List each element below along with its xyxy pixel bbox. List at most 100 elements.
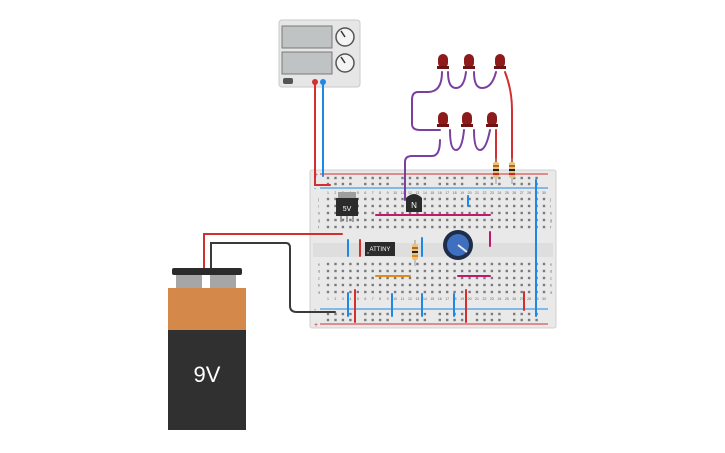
breadboard-hole[interactable] — [334, 318, 337, 322]
breadboard-hole[interactable] — [520, 283, 523, 287]
breadboard-hole[interactable] — [475, 197, 479, 201]
breadboard-hole[interactable] — [334, 204, 337, 208]
breadboard-hole[interactable] — [378, 197, 382, 201]
breadboard-hole[interactable] — [326, 218, 330, 222]
breadboard-hole[interactable] — [423, 283, 427, 287]
breadboard-hole[interactable] — [349, 176, 352, 180]
breadboard-hole[interactable] — [498, 225, 501, 229]
breadboard-hole[interactable] — [378, 262, 382, 266]
breadboard-hole[interactable] — [513, 225, 516, 229]
breadboard-hole[interactable] — [505, 211, 508, 215]
breadboard-hole[interactable] — [364, 290, 367, 294]
breadboard-hole[interactable] — [468, 269, 471, 273]
breadboard-hole[interactable] — [349, 262, 352, 266]
breadboard-hole[interactable] — [386, 204, 389, 208]
breadboard-hole[interactable] — [483, 276, 486, 280]
breadboard-hole[interactable] — [364, 204, 367, 208]
breadboard-hole[interactable] — [349, 283, 352, 287]
breadboard-hole[interactable] — [490, 290, 494, 294]
breadboard-hole[interactable] — [468, 262, 471, 266]
breadboard-hole[interactable] — [386, 176, 389, 180]
breadboard-hole[interactable] — [542, 276, 546, 280]
breadboard-hole[interactable] — [341, 290, 345, 294]
breadboard-hole[interactable] — [386, 269, 389, 273]
breadboard-hole[interactable] — [438, 290, 441, 294]
breadboard-hole[interactable] — [423, 269, 427, 273]
breadboard-hole[interactable] — [341, 176, 345, 180]
breadboard-hole[interactable] — [378, 283, 382, 287]
breadboard-hole[interactable] — [475, 312, 479, 316]
breadboard-hole[interactable] — [527, 225, 531, 229]
breadboard-hole[interactable] — [542, 197, 546, 201]
breadboard-hole[interactable] — [423, 276, 427, 280]
breadboard-hole[interactable] — [520, 312, 523, 316]
breadboard-hole[interactable] — [438, 176, 441, 180]
breadboard-hole[interactable] — [475, 225, 479, 229]
breadboard-hole[interactable] — [334, 218, 337, 222]
breadboard-hole[interactable] — [386, 290, 389, 294]
breadboard-hole[interactable] — [490, 211, 494, 215]
breadboard-hole[interactable] — [513, 262, 516, 266]
breadboard-hole[interactable] — [542, 269, 546, 273]
breadboard-hole[interactable] — [378, 204, 382, 208]
breadboard-hole[interactable] — [364, 318, 367, 322]
breadboard-hole[interactable] — [460, 182, 464, 186]
breadboard-hole[interactable] — [483, 176, 486, 180]
breadboard-hole[interactable] — [401, 204, 404, 208]
breadboard-hole[interactable] — [453, 276, 456, 280]
breadboard-hole[interactable] — [431, 283, 434, 287]
breadboard-hole[interactable] — [475, 176, 479, 180]
breadboard-hole[interactable] — [535, 318, 538, 322]
breadboard-hole[interactable] — [341, 218, 345, 222]
breadboard-hole[interactable] — [453, 318, 456, 322]
breadboard-hole[interactable] — [408, 225, 412, 229]
breadboard-hole[interactable] — [408, 312, 412, 316]
breadboard-hole[interactable] — [446, 225, 449, 229]
breadboard-hole[interactable] — [341, 182, 345, 186]
power-switch[interactable] — [283, 78, 293, 84]
breadboard-hole[interactable] — [401, 197, 404, 201]
breadboard-hole[interactable] — [401, 182, 404, 186]
breadboard-hole[interactable] — [393, 262, 397, 266]
breadboard-hole[interactable] — [416, 318, 419, 322]
breadboard-hole[interactable] — [349, 269, 352, 273]
breadboard-hole[interactable] — [453, 283, 456, 287]
breadboard-hole[interactable] — [542, 218, 546, 222]
transistor[interactable]: N — [406, 194, 422, 212]
breadboard-hole[interactable] — [498, 283, 501, 287]
breadboard-hole[interactable] — [341, 283, 345, 287]
battery[interactable]: 9V — [168, 268, 246, 430]
breadboard-hole[interactable] — [505, 204, 508, 208]
breadboard-hole[interactable] — [520, 318, 523, 322]
breadboard-hole[interactable] — [408, 283, 412, 287]
breadboard-hole[interactable] — [371, 218, 374, 222]
breadboard-hole[interactable] — [527, 283, 531, 287]
breadboard-hole[interactable] — [423, 204, 427, 208]
breadboard-hole[interactable] — [356, 290, 359, 294]
breadboard-hole[interactable] — [334, 176, 337, 180]
breadboard-hole[interactable] — [542, 283, 546, 287]
breadboard-hole[interactable] — [416, 312, 419, 316]
breadboard-hole[interactable] — [453, 176, 456, 180]
breadboard-hole[interactable] — [393, 225, 397, 229]
breadboard-hole[interactable] — [475, 182, 479, 186]
breadboard-hole[interactable] — [483, 225, 486, 229]
breadboard-hole[interactable] — [356, 262, 359, 266]
breadboard-hole[interactable] — [542, 211, 546, 215]
breadboard-hole[interactable] — [460, 318, 464, 322]
breadboard-hole[interactable] — [371, 269, 374, 273]
breadboard-hole[interactable] — [483, 197, 486, 201]
breadboard-hole[interactable] — [513, 197, 516, 201]
breadboard-hole[interactable] — [475, 318, 479, 322]
breadboard-hole[interactable] — [371, 312, 374, 316]
breadboard-hole[interactable] — [468, 276, 471, 280]
breadboard-hole[interactable] — [393, 204, 397, 208]
breadboard-hole[interactable] — [446, 218, 449, 222]
breadboard-hole[interactable] — [326, 204, 330, 208]
breadboard-hole[interactable] — [334, 182, 337, 186]
breadboard-hole[interactable] — [326, 318, 330, 322]
breadboard-hole[interactable] — [483, 318, 486, 322]
breadboard-hole[interactable] — [475, 211, 479, 215]
breadboard-hole[interactable] — [446, 204, 449, 208]
breadboard-hole[interactable] — [520, 197, 523, 201]
